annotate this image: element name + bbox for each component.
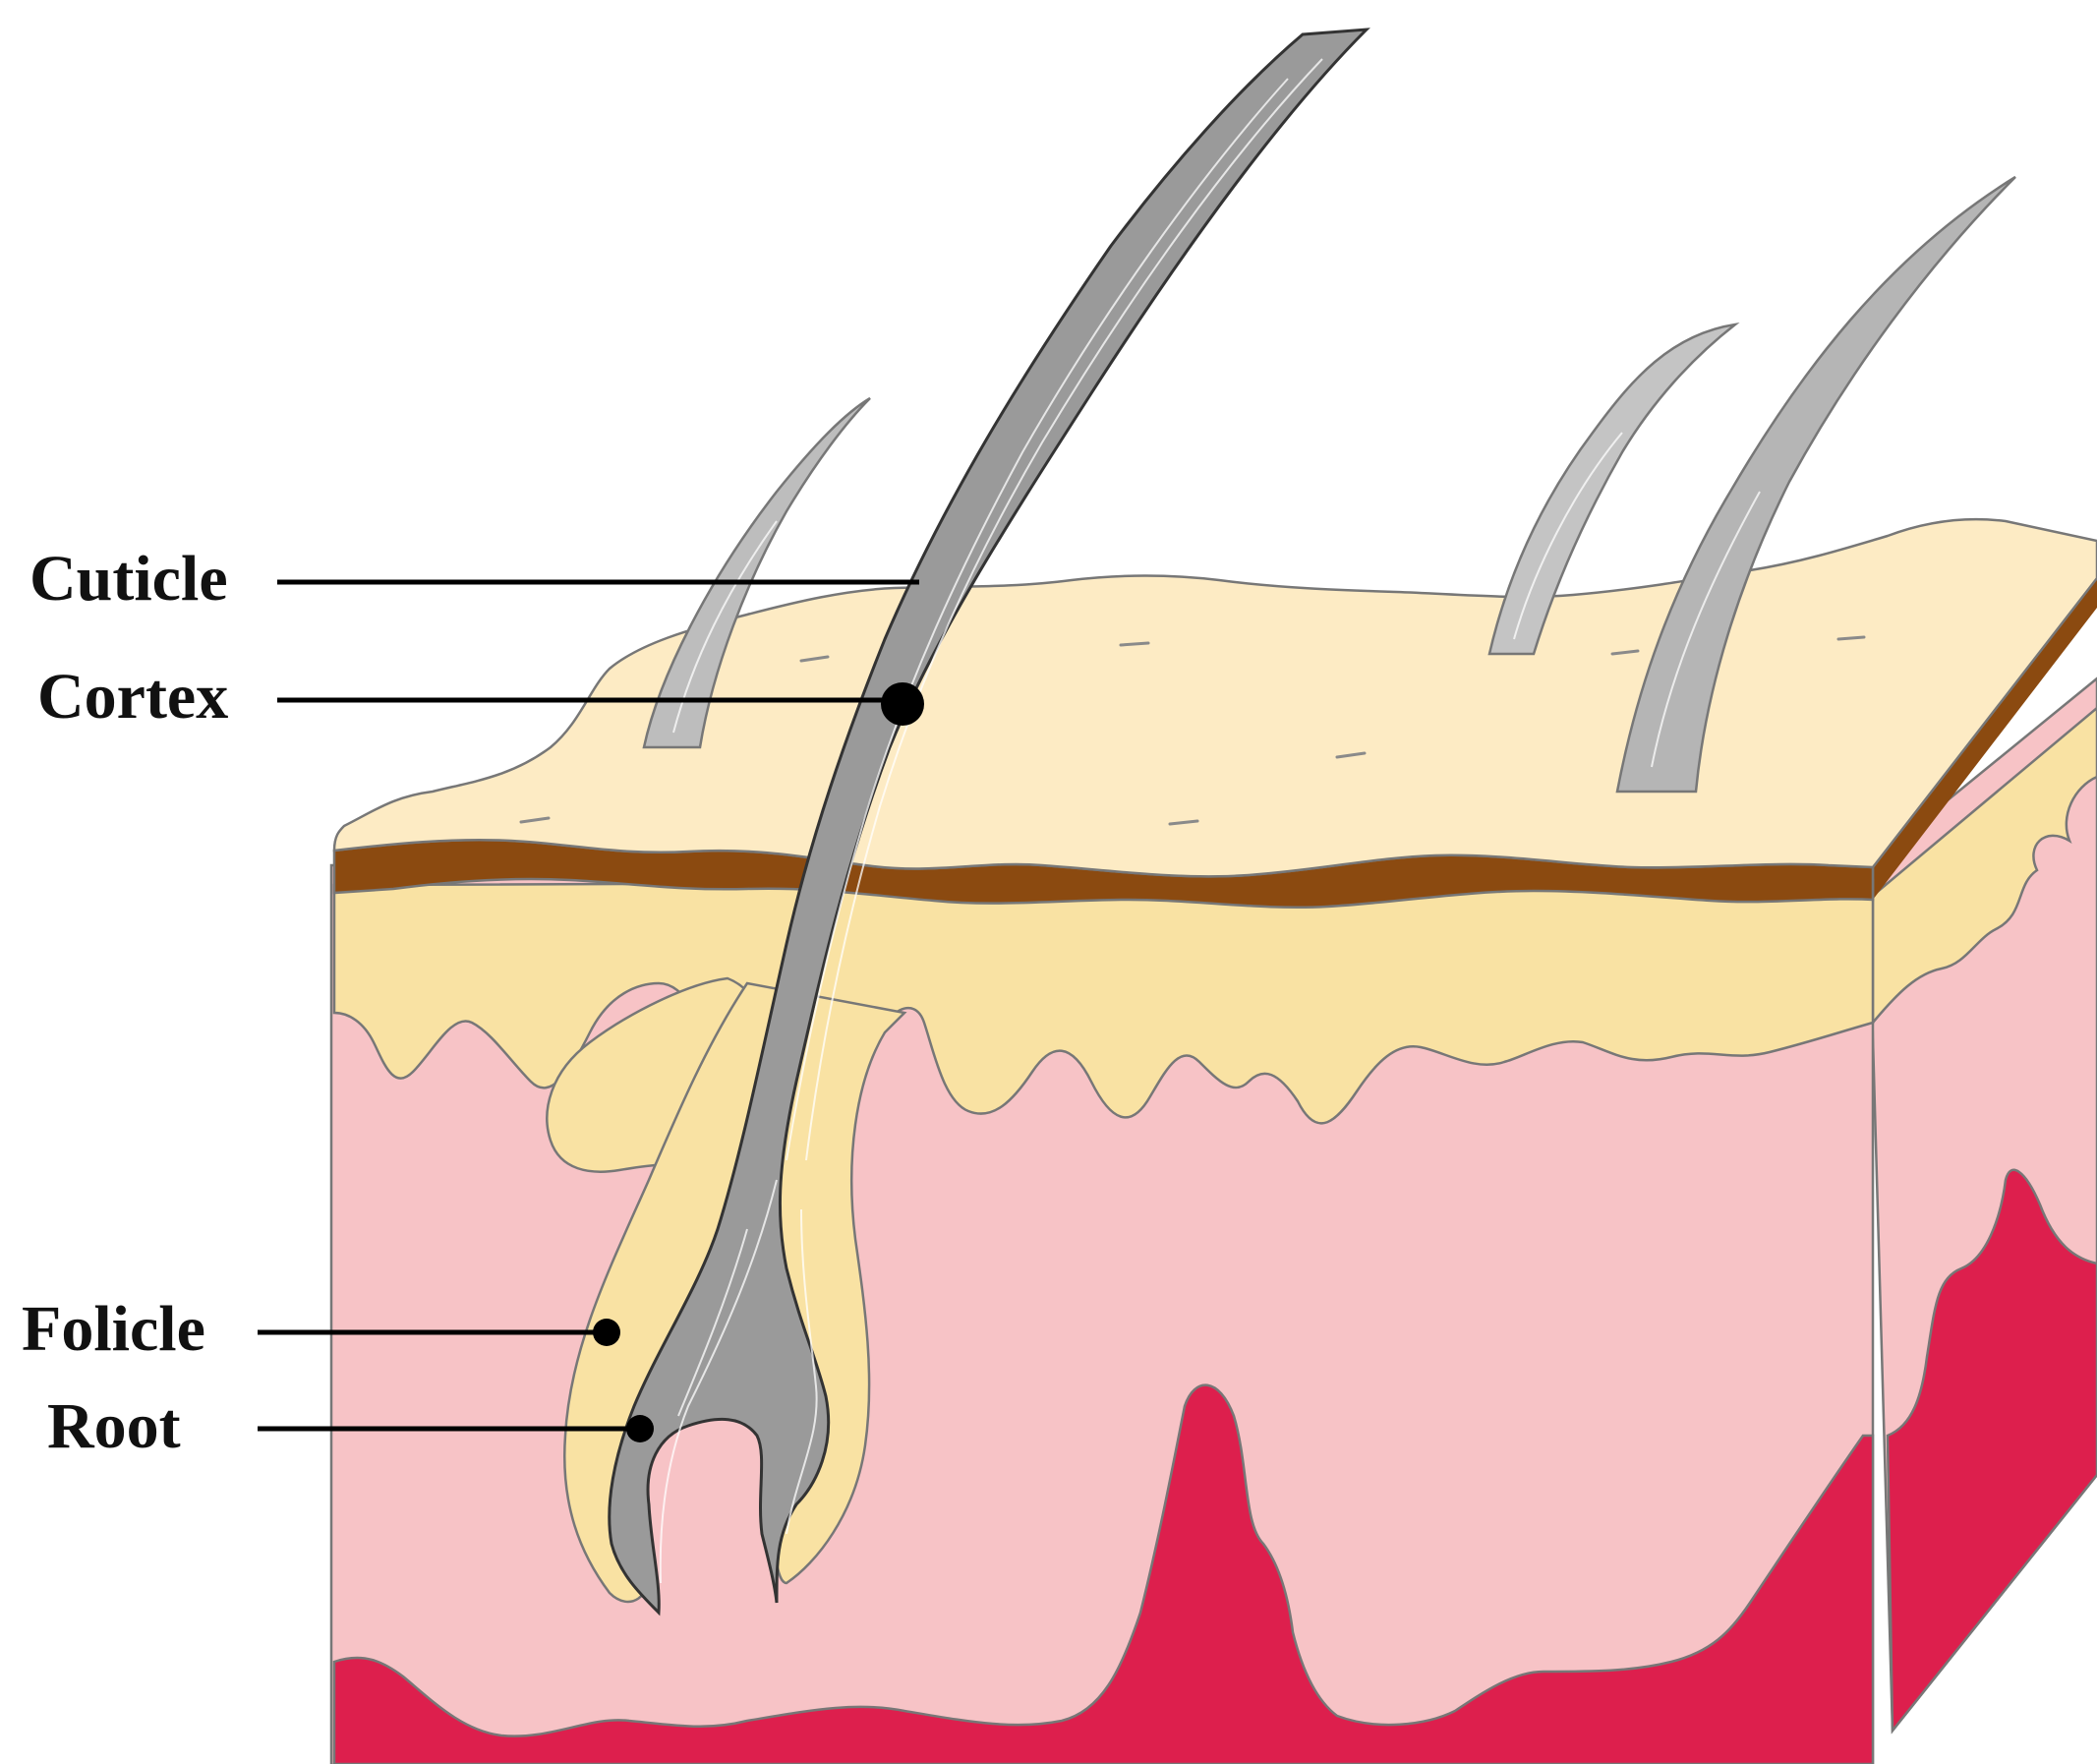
label-cortex: Cortex <box>37 661 228 733</box>
label-folicle: Folicle <box>22 1293 205 1365</box>
pore <box>1838 637 1864 639</box>
label-cuticle: Cuticle <box>29 543 228 615</box>
pore <box>1121 643 1148 645</box>
label-root: Root <box>47 1390 181 1462</box>
labels: Cuticle Cortex Folicle Root <box>22 543 228 1462</box>
folicle-marker-dot <box>593 1319 620 1346</box>
cortex-marker-dot <box>881 682 924 726</box>
skin-block-front-face <box>331 519 2097 1764</box>
root-marker-dot <box>626 1415 654 1442</box>
